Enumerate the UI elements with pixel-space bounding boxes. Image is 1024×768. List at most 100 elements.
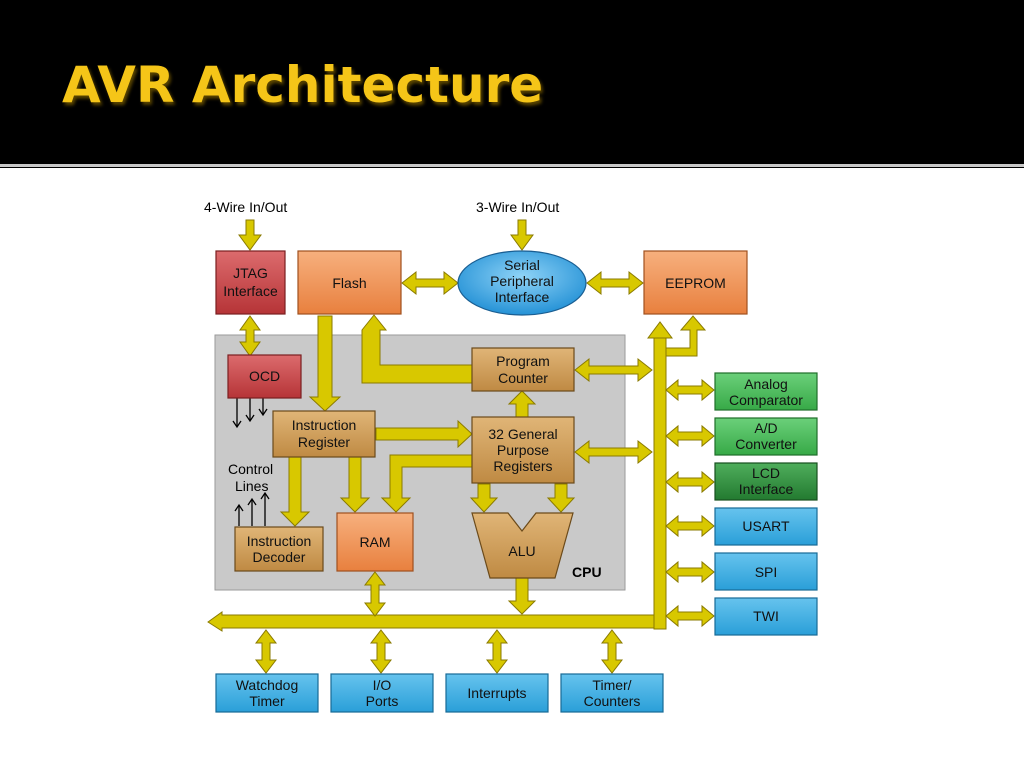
jtag-interface-block: JTAG Interface [215, 250, 286, 315]
usart-bus-arrow [665, 514, 715, 538]
spi-serial-label-line1: Serial [504, 257, 540, 273]
io-ports-block: I/O Ports [330, 673, 434, 713]
regs-label-line2: Purpose [497, 442, 549, 458]
decoder-label-line2: Decoder [253, 549, 306, 565]
comp-label-line2: Comparator [729, 392, 803, 408]
ram-block: RAM [336, 512, 414, 572]
four-wire-label: 4-Wire In/Out [204, 199, 287, 215]
ad-converter-block: A/D Converter [714, 417, 818, 456]
lcd-label-line1: LCD [752, 465, 780, 481]
flash-label: Flash [332, 275, 366, 291]
ir-decoder-arrow [279, 456, 311, 527]
watchdog-label-line1: Watchdog [236, 677, 299, 693]
interrupts-block: Interrupts [445, 673, 549, 713]
regs-label-line1: 32 General [488, 426, 557, 442]
interrupts-label: Interrupts [467, 685, 526, 701]
flash-ir-arrow [308, 315, 342, 412]
alu-block: ALU [471, 512, 574, 579]
comp-label-line1: Analog [744, 376, 788, 392]
spi-bus-arrow [665, 560, 715, 584]
spi-label: SPI [755, 564, 778, 580]
comp-bus-arrow [665, 378, 715, 402]
flash-spi-arrow [401, 270, 459, 296]
regs-alu-arrow-right [546, 483, 576, 513]
lcd-label-line2: Interface [739, 481, 794, 497]
timer-label-line1: Timer/ [592, 677, 631, 693]
ocd-control-arrows [232, 398, 270, 526]
control-lines-label-line2: Lines [235, 478, 268, 494]
usart-block: USART [714, 507, 818, 546]
analog-comparator-block: Analog Comparator [714, 372, 818, 411]
flash-pc-feedback [361, 314, 473, 384]
slide-title: AVR Architecture [62, 56, 544, 114]
regs-alu-arrow-left [469, 483, 499, 513]
three-wire-label: 3-Wire In/Out [476, 199, 559, 215]
adc-label-line2: Converter [735, 436, 797, 452]
four-wire-arrow [238, 219, 262, 251]
regs-bus-arrow [574, 439, 653, 465]
twi-bus-arrow [665, 604, 715, 628]
decoder-label-line1: Instruction [247, 533, 312, 549]
regs-label-line3: Registers [493, 458, 552, 474]
flash-block: Flash [297, 250, 402, 315]
right-vertical-bus [653, 334, 667, 630]
adc-label-line1: A/D [754, 420, 777, 436]
spi-block: SPI [714, 552, 818, 591]
io-label-line2: Ports [366, 693, 399, 709]
watchdog-timer-block: Watchdog Timer [215, 673, 319, 713]
watchdog-label-line2: Timer [249, 693, 285, 709]
adc-bus-arrow [665, 424, 715, 448]
timer-bus-arrow [600, 629, 624, 674]
ir-ram-arrow [339, 456, 371, 513]
serial-peripheral-interface-block: Serial Peripheral Interface [457, 250, 587, 316]
slide-content: JTAG Interface Flash Serial Peripheral I… [0, 168, 1024, 768]
eeprom-block: EEPROM [643, 250, 748, 315]
io-label-line1: I/O [373, 677, 392, 693]
eeprom-label: EEPROM [665, 275, 726, 291]
instruction-register-block: Instruction Register [272, 410, 376, 458]
program-counter-block: Program Counter [471, 347, 575, 392]
watchdog-bus-arrow [254, 629, 278, 674]
ir-label-line1: Instruction [292, 417, 357, 433]
title-bar: AVR Architecture [0, 0, 1024, 160]
pc-label-line2: Counter [498, 370, 548, 386]
timer-label-line2: Counters [584, 693, 641, 709]
jtag-label-line1: JTAG [233, 265, 268, 281]
usart-label: USART [742, 518, 790, 534]
pc-label-line1: Program [496, 353, 550, 369]
lcd-bus-arrow [665, 470, 715, 494]
spi-serial-label-line3: Interface [495, 289, 550, 305]
alu-label: ALU [508, 543, 535, 559]
regs-ram-arrow [380, 454, 473, 513]
io-bus-arrow [369, 629, 393, 674]
instruction-decoder-block: Instruction Decoder [234, 526, 324, 572]
spi-serial-label-line2: Peripheral [490, 273, 554, 289]
pc-bus-arrow [574, 357, 653, 383]
spi-eeprom-arrow [586, 270, 644, 296]
general-purpose-registers-block: 32 General Purpose Registers [471, 416, 575, 484]
cpu-label: CPU [572, 564, 602, 580]
ir-regs-arrow [375, 419, 473, 449]
avr-architecture-diagram: JTAG Interface Flash Serial Peripheral I… [204, 199, 818, 713]
ram-label: RAM [359, 534, 390, 550]
title-divider [0, 164, 1024, 167]
twi-block: TWI [714, 597, 818, 636]
control-lines-label-line1: Control [228, 461, 273, 477]
main-bus-arrow [207, 611, 656, 632]
timer-counters-block: Timer/ Counters [560, 673, 664, 713]
alu-bus-arrow [507, 577, 537, 615]
lcd-interface-block: LCD Interface [714, 462, 818, 501]
ram-bus-arrow [363, 571, 387, 617]
interrupts-bus-arrow [485, 629, 509, 674]
right-bus-up-arrow [647, 321, 673, 339]
ir-label-line2: Register [298, 434, 350, 450]
eeprom-bus-link [665, 315, 707, 357]
twi-label: TWI [753, 608, 779, 624]
jtag-label-line2: Interface [223, 283, 278, 299]
regs-pc-arrow [507, 390, 537, 418]
ocd-block: OCD [227, 354, 302, 399]
three-wire-arrow [510, 219, 534, 251]
ocd-label: OCD [249, 368, 280, 384]
data-bus [207, 314, 707, 632]
